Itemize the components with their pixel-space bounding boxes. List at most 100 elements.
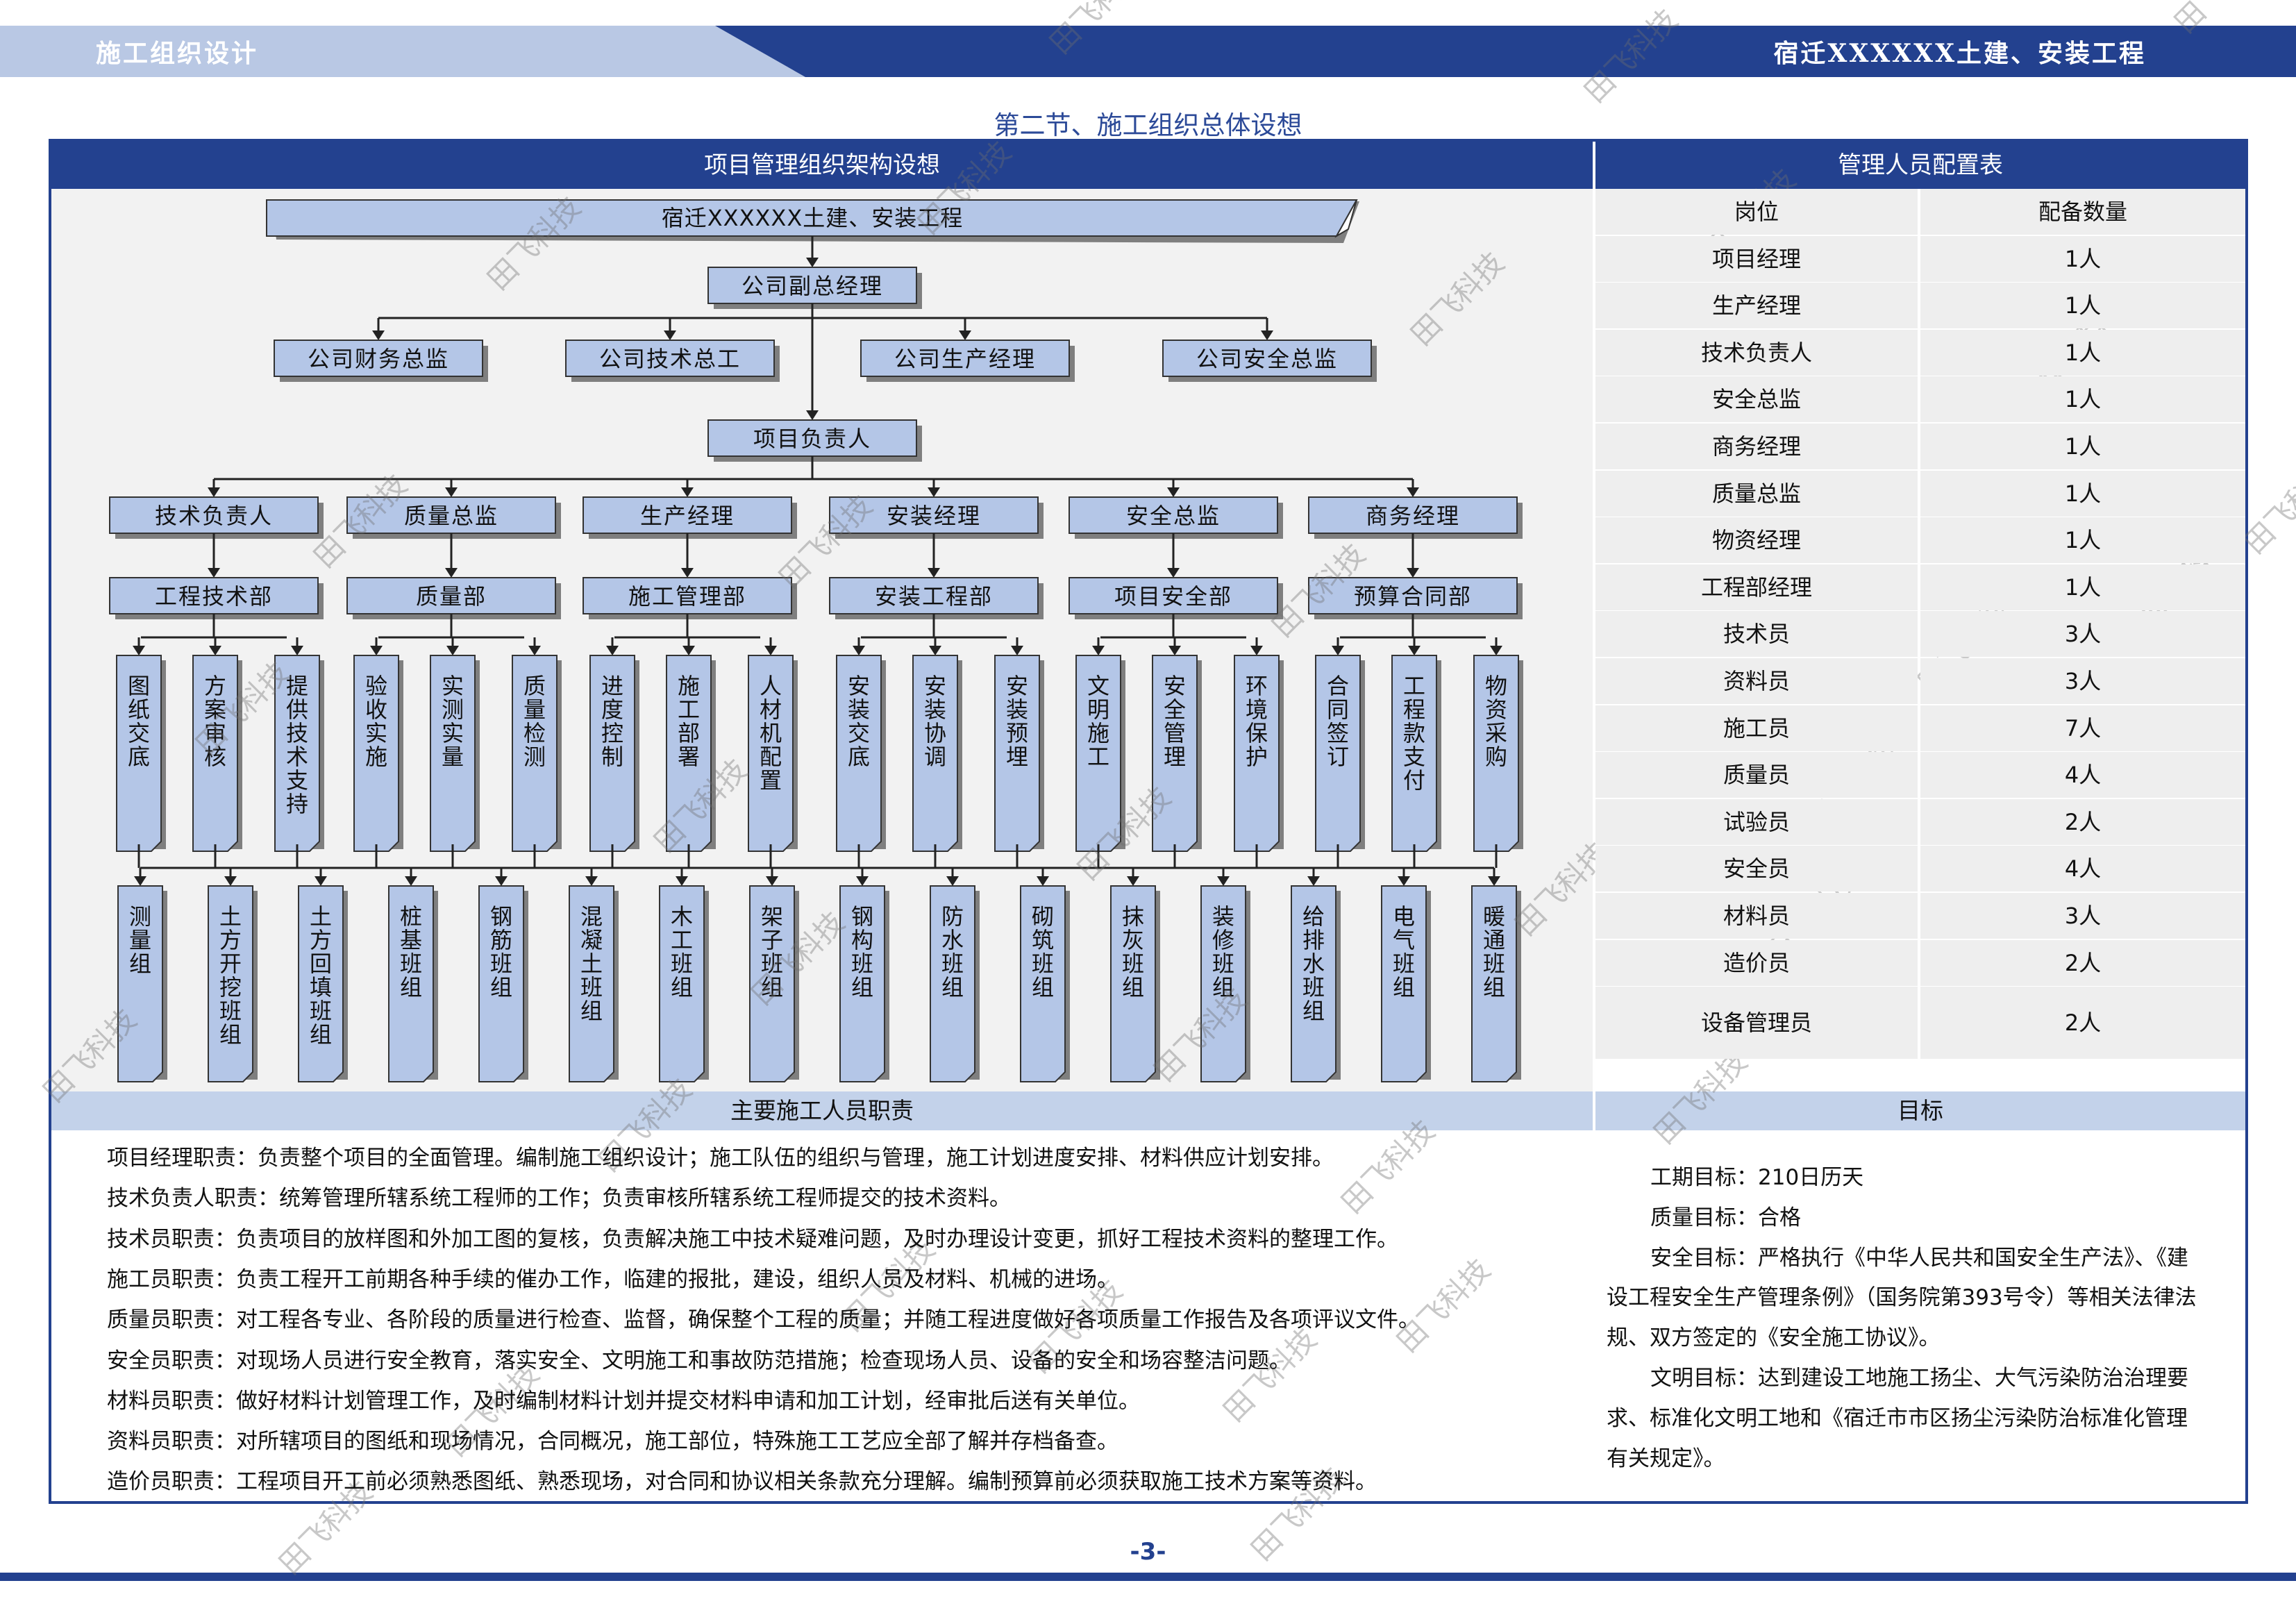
- manager-box: [583, 496, 792, 534]
- position-cell: 材料员: [1723, 903, 1790, 929]
- team-box: [478, 885, 524, 1082]
- team-box: [117, 885, 163, 1082]
- team-box-label: 架子班组: [761, 903, 783, 1001]
- task-box: [1315, 655, 1361, 852]
- task-box-label: 安装交底: [848, 673, 870, 770]
- table-cell-bg: [1920, 189, 2245, 235]
- manager-box: [1308, 496, 1518, 534]
- duty-line: 造价员职责：工程项目开工前必须熟悉图纸、熟悉现场，对合同和协议相关条款充分理解。…: [107, 1469, 1377, 1495]
- director-box-label: 公司技术总工: [599, 346, 741, 372]
- arrow-head: [928, 568, 940, 578]
- dept-box: [109, 577, 319, 614]
- manager-box-label: 质量总监: [404, 503, 498, 529]
- count-cell: 1人: [2064, 339, 2102, 366]
- project-lead-box: [707, 419, 917, 457]
- task-box-label: 提供技术支持: [286, 673, 308, 817]
- team-box-label: 土方回填班组: [310, 903, 332, 1048]
- arrow-head: [372, 330, 385, 340]
- arrow-head: [682, 646, 695, 655]
- arrow-head: [1011, 646, 1023, 655]
- team-box: [1200, 885, 1246, 1082]
- count-cell: 1人: [2064, 433, 2102, 460]
- duty-line: 施工员职责：负责工程开工前期各种手续的催办工作，临建的报批，建设，组织人员及材料…: [107, 1266, 1118, 1292]
- manager-box-label: 商务经理: [1366, 503, 1460, 529]
- header-left-title: 施工组织设计: [96, 39, 259, 68]
- arrow-head: [1398, 876, 1410, 886]
- section-title: 第二节、施工组织总体设想: [994, 110, 1302, 140]
- duty-line: 技术员职责：负责项目的放样图和外加工图的复核，负责解决施工中技术疑难问题，及时办…: [107, 1226, 1398, 1252]
- count-cell: 2人: [2064, 808, 2102, 835]
- arrow-head: [1407, 568, 1419, 578]
- task-box-label: 方案审核: [204, 673, 226, 770]
- team-box: [1020, 885, 1066, 1082]
- table-cell-bg: [1595, 329, 1918, 376]
- goal-line: 文明目标：达到建设工地施工扬尘、大气污染防治治理要: [1650, 1366, 2188, 1391]
- arrow-head: [928, 487, 940, 497]
- team-box-label: 钢筋班组: [490, 903, 512, 1001]
- footer-line: [0, 1573, 2296, 1581]
- position-cell: 质量员: [1723, 762, 1790, 789]
- count-cell: 3人: [2064, 621, 2102, 648]
- duty-line: 资料员职责：对所辖项目的图纸和现场情况，合同概况，施工部位，特殊施工工艺应全部了…: [107, 1429, 1118, 1455]
- arrow-head: [1261, 330, 1273, 340]
- count-cell: 7人: [2064, 714, 2102, 742]
- arrow-head: [664, 330, 676, 340]
- arrow-head: [764, 646, 777, 655]
- team-box: [1110, 885, 1156, 1082]
- table-cell-bg: [1595, 611, 1918, 658]
- manager-box: [346, 496, 556, 534]
- project-lead-box-label: 项目负责人: [753, 426, 871, 452]
- arrow-head: [1168, 646, 1181, 655]
- arrow-head: [959, 330, 971, 340]
- goal-line: 规、双方签定的《安全施工协议》。: [1607, 1325, 1941, 1351]
- dept-box: [1308, 577, 1518, 614]
- vp-box-label: 公司副总经理: [741, 273, 883, 299]
- task-box-label: 验收实施: [365, 673, 387, 770]
- position-cell: 技术员: [1723, 621, 1790, 648]
- team-box-label: 混凝土班组: [580, 903, 603, 1024]
- table-cell-bg: [1920, 939, 2245, 986]
- position-cell: 商务经理: [1711, 433, 1801, 460]
- director-box: [1162, 340, 1372, 377]
- task-box: [1075, 655, 1121, 852]
- arrow-head: [606, 646, 619, 655]
- duty-line: 质量员职责：对工程各专业、各阶段的质量进行检查、监督，确保整个工程的质量；并随工…: [107, 1307, 1420, 1333]
- dept-box: [1069, 577, 1278, 614]
- team-box: [208, 885, 253, 1082]
- arrow-head: [853, 646, 865, 655]
- task-box: [1473, 655, 1519, 852]
- arrow-head: [291, 646, 303, 655]
- task-box-label: 环境保护: [1246, 673, 1268, 770]
- table-cell-bg: [1595, 283, 1918, 329]
- position-cell: 施工员: [1723, 714, 1790, 742]
- arrow-head: [1332, 646, 1344, 655]
- director-box: [860, 340, 1070, 377]
- arrow-head: [766, 876, 778, 886]
- task-box-label: 质量检测: [523, 673, 546, 770]
- dept-box-label: 质量部: [416, 583, 487, 610]
- task-box: [1152, 655, 1198, 852]
- goal-line: 求、标准化文明工地和《宿迁市市区扬尘污染防治标准化管理: [1607, 1405, 2188, 1431]
- arrow-head: [681, 487, 694, 497]
- arrow-head: [224, 876, 237, 886]
- top-banner-label: 宿迁XXXXXX土建、安装工程: [662, 205, 964, 231]
- arrow-head: [445, 568, 458, 578]
- arrow-head: [208, 568, 220, 578]
- arrow-head: [1250, 646, 1263, 655]
- table-cell-bg: [1920, 235, 2245, 282]
- table-cell-bg: [1920, 376, 2245, 423]
- team-box: [1471, 885, 1517, 1082]
- arrow-head: [133, 646, 145, 655]
- arrow-head: [1037, 876, 1049, 886]
- task-box-label: 施工部署: [678, 673, 700, 770]
- table-cell-bg: [1595, 752, 1918, 798]
- table-cell-bg: [1595, 470, 1918, 517]
- header-right-title: 宿迁XXXXXX土建、安装工程: [1773, 39, 2146, 68]
- arrow-head: [1127, 876, 1139, 886]
- position-cell: 技术负责人: [1700, 339, 1812, 366]
- manager-box: [1069, 496, 1278, 534]
- team-box: [569, 885, 614, 1082]
- team-box-label: 装修班组: [1212, 903, 1234, 1001]
- table-cell-bg: [1595, 517, 1918, 564]
- table-cell-bg: [1920, 470, 2245, 517]
